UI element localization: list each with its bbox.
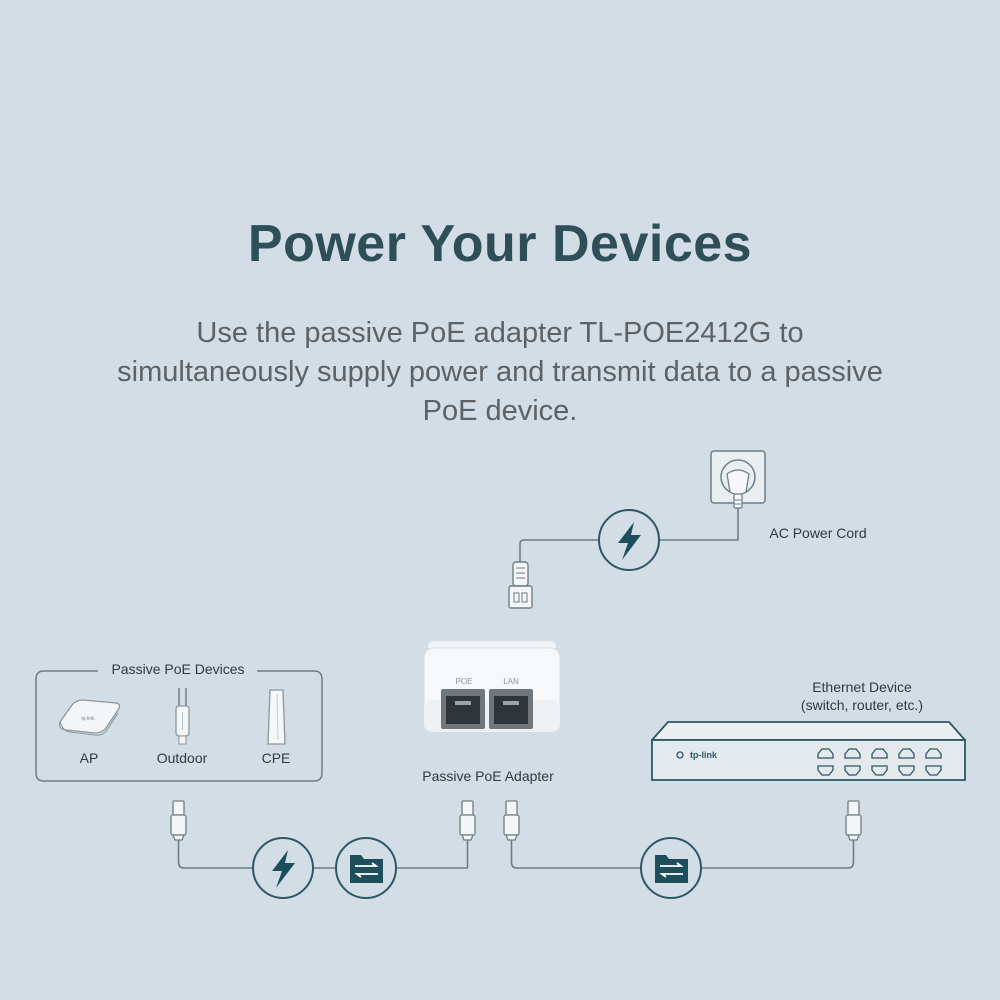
device-label-ap: AP <box>80 750 99 766</box>
svg-text:tp-link: tp-link <box>81 716 95 722</box>
passive-poe-devices-group: Passive PoE Devices tp-link AP Outdoor C… <box>35 661 323 782</box>
data-transfer-icon <box>640 837 702 899</box>
switch-brand-logo: tp-link <box>690 750 718 760</box>
data-transfer-icon <box>335 837 397 899</box>
rj45-connector-icon <box>459 800 476 841</box>
ac-power-cord-label: AC Power Cord <box>769 525 866 541</box>
wall-socket-icon <box>710 450 766 509</box>
ac-cord-line-lower <box>519 539 598 562</box>
rj45-connector-icon <box>170 800 187 841</box>
adapter-label: Passive PoE Adapter <box>422 768 554 784</box>
dc-connector-icon <box>508 561 533 609</box>
access-point-icon: tp-link <box>58 699 121 736</box>
power-icon <box>598 509 660 571</box>
passive-poe-devices-title: Passive PoE Devices <box>111 661 244 677</box>
power-icon <box>252 837 314 899</box>
ethernet-device-label: Ethernet Device <box>812 679 912 695</box>
ac-cord-line <box>660 508 739 541</box>
poe-cable-line <box>177 840 469 869</box>
cpe-icon <box>267 689 286 745</box>
outdoor-access-point-icon <box>175 688 190 745</box>
adapter-port-label-lan: LAN <box>503 677 519 686</box>
network-switch-icon: tp-link <box>651 721 966 781</box>
adapter-port-label-poe: POE <box>456 677 473 686</box>
rj45-connector-icon <box>845 800 862 841</box>
device-label-cpe: CPE <box>262 750 291 766</box>
subtitle: Use the passive PoE adapter TL-POE2412G … <box>117 317 883 427</box>
rj45-connector-icon <box>503 800 520 841</box>
device-label-outdoor: Outdoor <box>157 750 208 766</box>
poe-adapter-icon: POE LAN <box>423 641 561 733</box>
headline: Power Your Devices <box>247 215 753 273</box>
ethernet-device-sublabel: (switch, router, etc.) <box>801 697 923 713</box>
